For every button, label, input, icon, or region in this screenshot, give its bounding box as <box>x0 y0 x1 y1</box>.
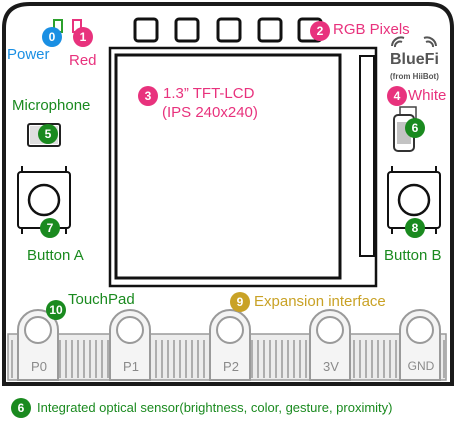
sensor-note: Integrated optical sensor(brightness, co… <box>37 400 393 415</box>
bluefi-byline: (from HiiBot) <box>390 72 439 81</box>
rgb-led-icon <box>174 17 200 43</box>
lcd-label-line1: 1.3” TFT-LCD <box>163 85 255 102</box>
touch-pad-p2[interactable] <box>209 309 251 381</box>
badge-button-b: 8 <box>405 218 425 238</box>
touch-pad-3v[interactable] <box>309 309 351 381</box>
badge-expansion: 9 <box>230 292 250 312</box>
button-a <box>17 166 71 234</box>
pad-label-p2: P2 <box>223 359 239 374</box>
red-label: Red <box>69 52 97 69</box>
pad-label-3v: 3V <box>323 359 339 374</box>
edge-connector <box>7 309 447 381</box>
badge-touchpad: 10 <box>46 300 66 320</box>
badge-red: 1 <box>73 27 93 47</box>
touch-pad-gnd[interactable] <box>399 309 441 381</box>
expansion-label: Expansion interface <box>254 293 386 310</box>
wifi-icon <box>391 36 405 48</box>
tft-lcd <box>108 46 378 288</box>
rgb-pixels <box>133 17 323 43</box>
rgb-pixels-label: RGB Pixels <box>333 21 410 38</box>
rgb-led-icon <box>257 17 283 43</box>
button-b <box>387 166 441 234</box>
badge-sensor-note: 6 <box>11 398 31 418</box>
lcd-label-line2: (IPS 240x240) <box>162 104 258 121</box>
pad-label-gnd: GND <box>407 359 435 373</box>
badge-button-a: 7 <box>40 218 60 238</box>
touch-pad-p1[interactable] <box>109 309 151 381</box>
button-b-label: Button B <box>384 247 442 264</box>
pad-label-p0: P0 <box>31 359 47 374</box>
touch-pad-p0[interactable] <box>17 309 59 381</box>
microphone-label: Microphone <box>12 97 91 114</box>
badge-power: 0 <box>42 27 62 47</box>
touchpad-label: TouchPad <box>68 291 135 308</box>
lcd-flex-connector <box>359 55 375 257</box>
badge-rgb-pixels: 2 <box>310 21 330 41</box>
pad-label-p1: P1 <box>123 359 139 374</box>
badge-lcd: 3 <box>138 86 158 106</box>
bluetooth-wave-icon <box>423 36 437 48</box>
button-a-label: Button A <box>27 247 84 264</box>
badge-white: 4 <box>387 86 407 106</box>
badge-microphone: 5 <box>38 124 58 144</box>
badge-optical-sensor: 6 <box>405 118 425 138</box>
white-label: White <box>408 87 447 104</box>
rgb-led-icon <box>216 17 242 43</box>
rgb-led-icon <box>133 17 159 43</box>
power-label: Power <box>7 46 50 63</box>
bluefi-logo: BlueFi <box>390 51 439 68</box>
